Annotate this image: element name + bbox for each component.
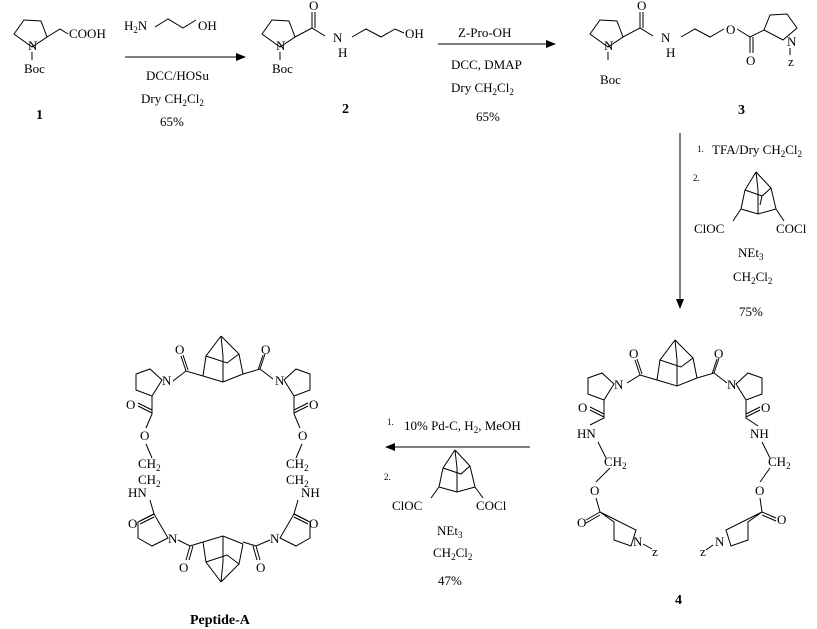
step2-conditions: Z-Pro-OH DCC, DMAP Dry CH2Cl2 65%: [438, 25, 556, 124]
c3-amide-n: N: [661, 30, 671, 45]
pep-o-amide-bl: O: [128, 516, 137, 531]
pep-hn-left: HN: [128, 485, 147, 500]
c4-nh-right: NH: [750, 426, 769, 441]
pep-ch2-l1: CH2: [138, 456, 161, 473]
c1-nitrogen-label: N: [28, 38, 38, 53]
step3-adamantane-reagent: [732, 171, 785, 222]
step4-marker-1: 1.: [387, 417, 394, 427]
compound-3: N O N H O O N z Boc 3: [589, 0, 798, 118]
compound-3-number: 3: [738, 103, 745, 118]
step1-solvent: Dry CH2Cl2: [141, 91, 204, 108]
c2-nitrogen-label: N: [276, 38, 286, 53]
pep-ch2-r2: CH2: [286, 472, 309, 489]
c2-amide-h: H: [338, 45, 347, 60]
compound-2: N O N H OH Boc 2: [261, 0, 424, 117]
c2-hydroxyl: OH: [405, 26, 424, 41]
step2-conditions-text: DCC, DMAP: [451, 57, 522, 72]
compound-4: O O N O HN CH2 O O N z N O NH CH2 O: [577, 339, 791, 608]
step3-marker-2: 2.: [693, 173, 700, 183]
peptide-a: O O N O O CH2 CH2 HN O N N O O CH2 CH2 N: [126, 335, 320, 628]
c2-carbonyl-o: O: [309, 0, 318, 13]
step4-conditions: 1. 10% Pd-C, H2, MeOH 2. ClOC COCl NEt3 …: [384, 417, 530, 588]
step3-marker-1: 1.: [697, 144, 704, 154]
step4-acyl-right: COCl: [476, 498, 507, 513]
pep-o-carbonyl-tr: O: [309, 397, 318, 412]
step1-yield: 65%: [160, 114, 184, 129]
peptide-a-label: Peptide-A: [190, 613, 251, 628]
c3-z-label: z: [788, 54, 794, 69]
step3-step-i: TFA/Dry CH2Cl2: [712, 142, 802, 159]
c4-o-ester-left: O: [590, 483, 599, 498]
c4-z-right: z: [700, 544, 706, 559]
compound-1: N COOH Boc 1: [13, 19, 106, 123]
step4-solvent: CH2Cl2: [433, 545, 472, 562]
step1-reagent: H2N: [124, 18, 148, 35]
step1-conditions-text: DCC/HOSu: [146, 68, 209, 83]
pep-o-ester-tl: O: [140, 428, 149, 443]
c4-o-right: O: [714, 346, 723, 361]
c4-n-lower-right: N: [715, 534, 725, 549]
step2-yield: 65%: [476, 109, 500, 124]
c4-n-upper-left: N: [614, 377, 624, 392]
c4-o-left: O: [629, 346, 638, 361]
pep-o-amide-br: O: [309, 516, 318, 531]
c3-nitrogen-label: N: [604, 38, 614, 53]
step3-acyl-left: ClOC: [694, 221, 724, 236]
c2-amide-n: N: [333, 30, 343, 45]
c4-n-lower-left: N: [633, 534, 643, 549]
pep-o-carbonyl-tl: O: [126, 397, 135, 412]
c1-acid-label: COOH: [69, 26, 106, 41]
step2-solvent: Dry CH2Cl2: [451, 80, 514, 97]
compound-4-number: 4: [675, 593, 682, 608]
step4-step-i: 10% Pd-C, H2, MeOH: [404, 418, 521, 435]
c3-ester-carbonyl-o: O: [746, 53, 755, 68]
step3-yield: 75%: [739, 304, 763, 319]
compound-2-number: 2: [342, 102, 349, 117]
c4-z-left: z: [652, 544, 658, 559]
c4-hn-left: HN: [577, 426, 596, 441]
c3-ester-o: O: [726, 22, 735, 37]
step4-acyl-left: ClOC: [392, 498, 422, 513]
c3-n2-label: N: [787, 34, 797, 49]
c3-amide-h: H: [666, 45, 675, 60]
c3-boc-label: Boc: [600, 72, 621, 87]
pep-o-ester-tr: O: [298, 428, 307, 443]
c1-boc-label: Boc: [24, 61, 45, 76]
step4-base: NEt3: [437, 523, 463, 540]
pep-nh-right: NH: [301, 485, 320, 500]
step1-reagent-oh: OH: [198, 18, 217, 33]
c2-boc-label: Boc: [272, 61, 293, 76]
pep-n-tr: N: [275, 373, 285, 388]
c4-o-carbonyl-right: O: [777, 512, 786, 527]
pep-n-bl: N: [168, 531, 178, 546]
compound-1-number: 1: [36, 108, 43, 123]
c4-ch2-right: CH2: [768, 454, 791, 471]
c4-o-carbonyl-left: O: [577, 515, 586, 530]
c4-n-upper-right: N: [727, 377, 737, 392]
step3-solvent: CH2Cl2: [733, 269, 772, 286]
step4-adamantane-reagent: [430, 449, 484, 499]
c3-carbonyl-o: O: [637, 0, 646, 13]
step4-marker-2: 2.: [384, 472, 391, 482]
pep-ch2-l2: CH2: [138, 472, 161, 489]
step4-yield: 47%: [438, 573, 462, 588]
pep-n-br: N: [270, 531, 280, 546]
pep-o-top-right: O: [261, 342, 270, 357]
step1-conditions: H2N OH DCC/HOSu Dry CH2Cl2 65%: [124, 18, 246, 129]
pep-n-tl: N: [162, 373, 172, 388]
pep-o-bottom-right: O: [256, 560, 265, 575]
c4-o-amide-left: O: [578, 400, 587, 415]
step3-base: NEt3: [738, 245, 764, 262]
pep-ch2-r1: CH2: [286, 456, 309, 473]
step2-reagent: Z-Pro-OH: [458, 25, 511, 40]
c4-ch2-left: CH2: [604, 454, 627, 471]
c4-o-amide-right: O: [761, 400, 770, 415]
c4-o-ester-right: O: [755, 483, 764, 498]
step3-acyl-right: COCl: [776, 221, 807, 236]
pep-o-bottom-left: O: [179, 560, 188, 575]
pep-o-top-left: O: [175, 342, 184, 357]
step3-conditions: 1. TFA/Dry CH2Cl2 2. ClOC COCl NEt3 CH2C…: [676, 133, 807, 319]
